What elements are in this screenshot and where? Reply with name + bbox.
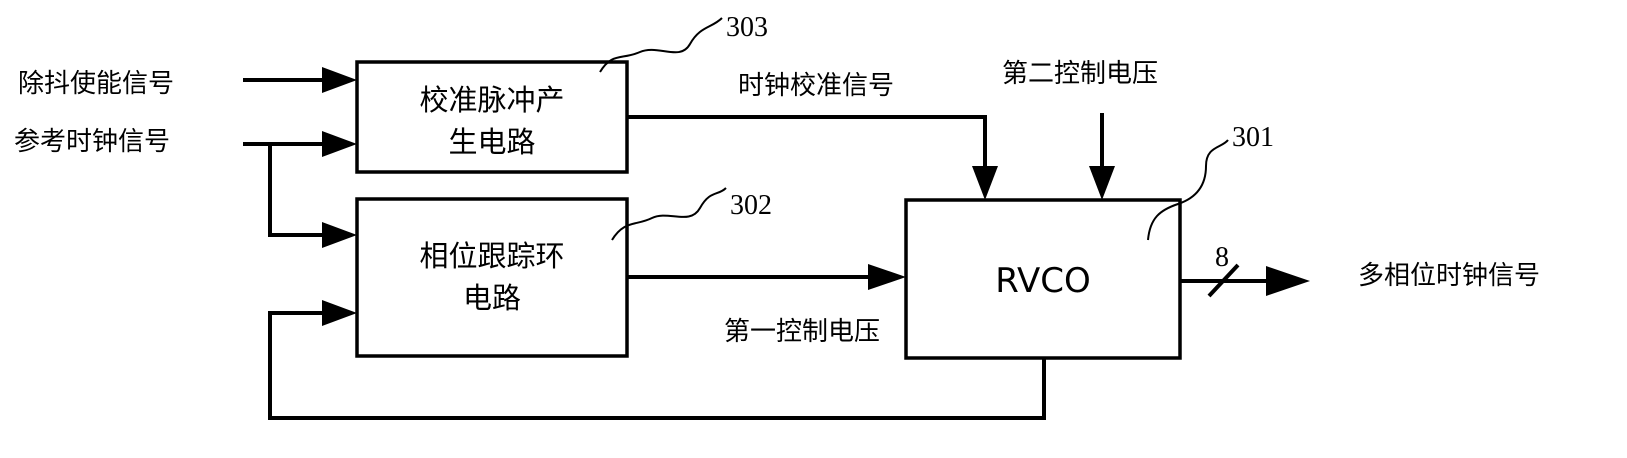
reference-number-301: 301	[1232, 122, 1274, 153]
leader-303	[599, 17, 723, 73]
reference-number-302: 302	[730, 190, 772, 221]
bus-width-label: 8	[1215, 242, 1229, 273]
second-control-voltage-label: 第二控制电压	[1002, 59, 1158, 89]
reference-number-303: 303	[726, 12, 768, 43]
wires	[243, 78, 1268, 420]
first-control-voltage-label: 第一控制电压	[724, 317, 880, 347]
wire-clock-calibration	[627, 115, 987, 168]
wire-feedback	[268, 311, 1046, 420]
reference-clock-label: 参考时钟信号	[14, 127, 170, 157]
clock-calibration-label: 时钟校准信号	[738, 71, 894, 101]
arrow-reference-clock-branch	[322, 222, 357, 248]
arrow-second-control-voltage	[1089, 166, 1115, 200]
leader-301	[1147, 139, 1229, 241]
calibration-pulse-title-line1: 校准脉冲产	[419, 83, 564, 117]
phase-tracking-box	[355, 197, 629, 358]
arrow-clock-calibration	[972, 166, 998, 200]
arrow-multiphase-output	[1266, 266, 1310, 296]
arrow-first-control-voltage	[868, 264, 906, 290]
rvco-label: RVCO	[995, 261, 1091, 301]
arrow-heads	[322, 67, 1310, 326]
rvco-block: RVCO	[904, 198, 1182, 360]
calibration-pulse-box	[355, 60, 629, 174]
rvco-box	[904, 198, 1182, 360]
leader-302	[611, 187, 727, 241]
wire-reference-clock-branch	[268, 144, 322, 237]
bus-width-slash	[1207, 263, 1240, 298]
phase-tracking-title-line2: 电路	[463, 281, 521, 315]
arrow-dejitter-enable	[322, 67, 357, 93]
phase-tracking-title-line1: 相位跟踪环	[419, 239, 564, 273]
multiphase-clock-label: 多相位时钟信号	[1358, 261, 1540, 291]
calibration-pulse-title-line2: 生电路	[448, 125, 535, 159]
phase-tracking-block: 相位跟踪环 电路	[355, 197, 629, 358]
reference-leaders	[599, 17, 1229, 241]
arrow-feedback	[322, 300, 357, 326]
arrow-reference-clock	[322, 131, 357, 157]
calibration-pulse-block: 校准脉冲产 生电路	[355, 60, 629, 174]
dejitter-enable-label: 除抖使能信号	[18, 69, 174, 99]
